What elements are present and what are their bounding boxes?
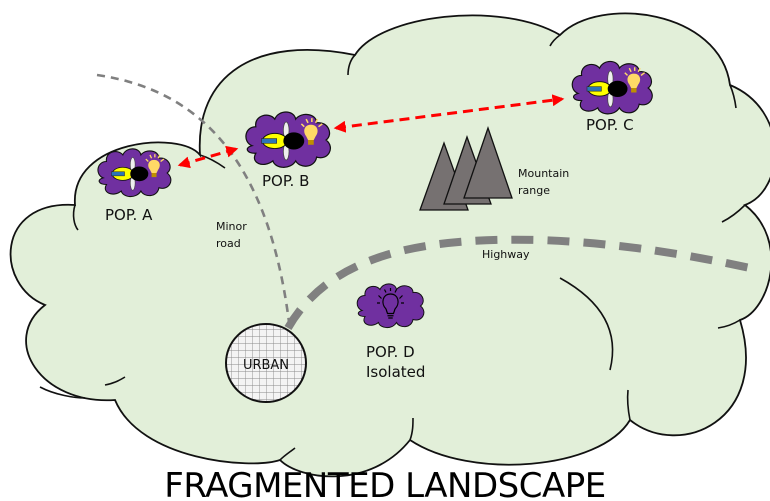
- diagram-title: FRAGMENTED LANDSCAPE: [164, 466, 605, 501]
- population-b-label: POP. B: [262, 172, 309, 190]
- mountain-range-icon: [419, 125, 513, 211]
- highway-label: Highway: [482, 248, 530, 261]
- minor-road-label-line2: road: [216, 237, 241, 250]
- highway: [284, 235, 751, 330]
- urban-label: URBAN: [243, 358, 289, 373]
- minor-road: [96, 73, 292, 331]
- population-a-label: POP. A: [105, 206, 153, 224]
- urban-area: [225, 323, 307, 403]
- mountain-range-label-line2: range: [518, 184, 550, 197]
- cloud-bump-lines: [39, 34, 746, 461]
- connection-arrow-b-c: [333, 94, 565, 133]
- population-d-sublabel: Isolated: [366, 363, 425, 381]
- landscape-cloud: [9, 12, 770, 478]
- population-d-label: POP. D: [366, 343, 415, 361]
- minor-road-label-line1: Minor: [216, 220, 247, 233]
- population-d-icon: [356, 283, 425, 329]
- population-c-label: POP. C: [586, 116, 634, 134]
- mountain-range-label-line1: Mountain: [518, 167, 569, 180]
- connection-arrow-a-b: [177, 145, 239, 169]
